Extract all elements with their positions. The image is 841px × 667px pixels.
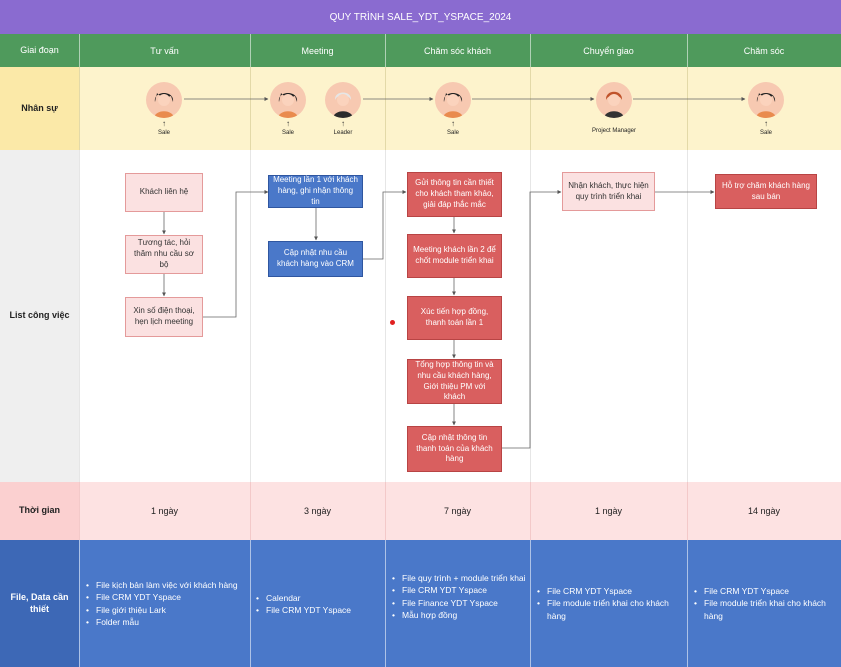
- staff-name: Sale: [157, 130, 170, 136]
- task-cap-nhat-crm[interactable]: Cập nhật nhu cầu khách hàng vào CRM: [268, 241, 363, 277]
- stage-label: Giai đoạn: [20, 44, 59, 55]
- task-tuong-tac[interactable]: Tương tác, hỏi thăm nhu cầu sơ bộ: [125, 235, 203, 274]
- stage-cham-soc-khach: Chăm sóc khách: [423, 45, 492, 56]
- arrow-up-icon: ↑: [286, 119, 290, 128]
- file-item: File Finance YDT Yspace: [392, 597, 526, 610]
- task-xin-so-dien-thoai[interactable]: Xin số điện thoại, hẹn lịch meeting: [125, 297, 203, 337]
- staff-name: Sale: [759, 130, 772, 136]
- time-label: Thời gian: [0, 482, 79, 540]
- staff-label: Nhân sự: [0, 67, 79, 150]
- time-row: Thời gian 1 ngày 3 ngày 7 ngày 1 ngày 14…: [0, 482, 841, 540]
- sale-avatar-icon: [270, 82, 306, 118]
- task-cap-nhat-thanh-toan[interactable]: Cập nhật thông tin thanh toán của khách …: [407, 426, 502, 472]
- arrow-up-icon: ↑: [764, 119, 768, 128]
- task-gui-thong-tin[interactable]: Gửi thông tin cần thiết cho khách tham k…: [407, 172, 502, 217]
- files-label: File, Data cần thiết: [0, 540, 79, 667]
- file-item: File module triển khai cho khách hàng: [694, 597, 839, 622]
- person-sale-meeting: ↑ Sale: [253, 82, 323, 136]
- file-item: Calendar: [256, 592, 381, 605]
- file-item: File CRM YDT Yspace: [537, 585, 684, 598]
- sale-avatar-icon: [146, 82, 182, 118]
- files-tu-van: File kịch bản làm việc với khách hàng Fi…: [86, 579, 248, 629]
- file-item: File module triển khai cho khách hàng: [537, 597, 684, 622]
- diagram-title: QUY TRÌNH SALE_YDT_YSPACE_2024: [0, 0, 841, 34]
- time-meeting: 3 ngày: [303, 506, 332, 516]
- file-item: File CRM YDT Yspace: [392, 584, 526, 597]
- files-chuyen-giao: File CRM YDT Yspace File module triển kh…: [537, 585, 684, 622]
- staff-name: Sale: [281, 130, 294, 136]
- arrow-up-icon: ↑: [451, 119, 455, 128]
- task-tong-hop-thong-tin[interactable]: Tổng hợp thông tin và nhu cầu khách hàng…: [407, 359, 502, 404]
- person-sale-tu-van: ↑ Sale: [129, 82, 199, 136]
- task-meeting-lan-2[interactable]: Meeting khách lần 2 để chốt module triển…: [407, 234, 502, 278]
- file-item: File kịch bản làm việc với khách hàng: [86, 579, 248, 592]
- leader-avatar-icon: [325, 82, 361, 118]
- stage-chuyen-giao: Chuyển giao: [583, 45, 634, 56]
- stage-meeting: Meeting: [301, 45, 334, 56]
- person-project-manager: Project Manager: [574, 82, 654, 134]
- red-dot-marker: [390, 320, 395, 325]
- staff-row: Nhân sự: [0, 67, 841, 150]
- sale-avatar-icon: [748, 82, 784, 118]
- staff-name: Sale: [446, 130, 459, 136]
- file-item: File quy trình + module triển khai: [392, 572, 526, 585]
- task-xuc-tien-hop-dong[interactable]: Xúc tiến hợp đồng, thanh toán lần 1: [407, 296, 502, 340]
- arrow-up-icon: ↑: [162, 119, 166, 128]
- task-meeting-lan-1[interactable]: Meeting lần 1 với khách hàng, ghi nhận t…: [268, 175, 363, 208]
- arrow-up-icon: ↑: [341, 119, 345, 128]
- task-nhan-khach[interactable]: Nhận khách, thực hiện quy trình triển kh…: [562, 172, 655, 211]
- stage-tu-van: Tư vấn: [150, 45, 179, 56]
- file-item: Mẫu hợp đồng: [392, 609, 526, 622]
- file-item: File CRM YDT Yspace: [256, 604, 381, 617]
- staff-name: Project Manager: [591, 128, 637, 134]
- task-ho-tro-cham-khach[interactable]: Hỗ trợ chăm khách hàng sau bán: [715, 174, 817, 209]
- sale-avatar-icon: [435, 82, 471, 118]
- file-item: File CRM YDT Yspace: [86, 591, 248, 604]
- file-item: File giới thiệu Lark: [86, 604, 248, 617]
- time-chuyen-giao: 1 ngày: [594, 506, 623, 516]
- files-cham-soc: File CRM YDT Yspace File module triển kh…: [694, 585, 839, 622]
- person-sale-cham-soc: ↑ Sale: [731, 82, 801, 136]
- staff-name: Leader: [333, 130, 353, 136]
- task-khach-lien-he[interactable]: Khách liên hệ: [125, 173, 203, 212]
- project-manager-avatar-icon: [596, 82, 632, 118]
- time-tu-van: 1 ngày: [150, 506, 179, 516]
- files-meeting: Calendar File CRM YDT Yspace: [256, 592, 381, 617]
- time-cham-soc-khach: 7 ngày: [443, 506, 472, 516]
- stage-header-row: Giai đoạn Tư vấn Meeting Chăm sóc khách …: [0, 34, 841, 67]
- files-cham-soc-khach: File quy trình + module triển khai File …: [392, 572, 526, 622]
- time-cham-soc: 14 ngày: [747, 506, 781, 516]
- person-leader: ↑ Leader: [308, 82, 378, 136]
- stage-cham-soc: Chăm sóc: [743, 45, 785, 56]
- person-sale-cham-soc-khach: ↑ Sale: [418, 82, 488, 136]
- file-item: Folder mẫu: [86, 616, 248, 629]
- tasks-label: List công việc: [0, 150, 79, 482]
- file-item: File CRM YDT Yspace: [694, 585, 839, 598]
